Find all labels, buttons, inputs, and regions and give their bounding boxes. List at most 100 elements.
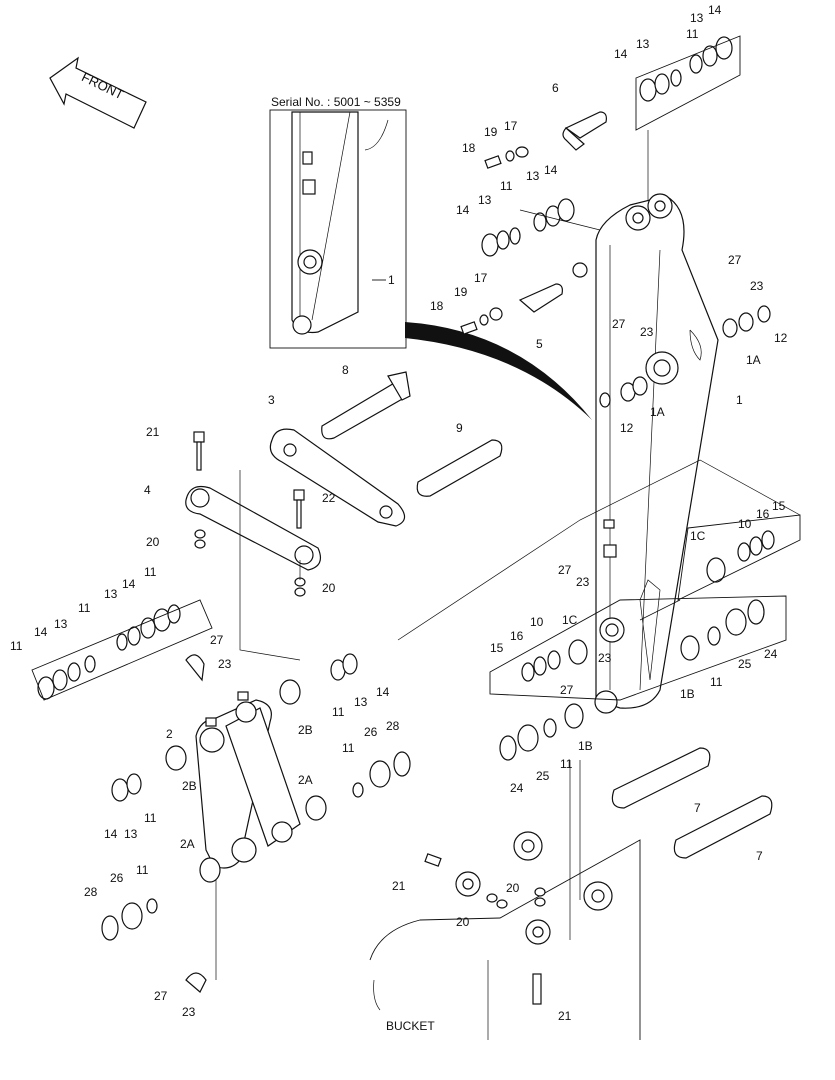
callout: 13 xyxy=(354,695,368,709)
callout: 11 xyxy=(500,179,513,193)
callout: 19 xyxy=(484,125,498,139)
callout: 2A xyxy=(180,837,195,851)
callout: 1C xyxy=(690,529,706,543)
callout: 10 xyxy=(530,615,544,629)
callout: 7 xyxy=(756,849,763,863)
callout: 15 xyxy=(490,641,504,655)
callout: 11 xyxy=(332,705,345,719)
arm-part-1 xyxy=(572,193,719,714)
callout-1-inset: 1 xyxy=(388,273,395,287)
callout: 20 xyxy=(322,581,336,595)
callout: 23 xyxy=(182,1005,196,1019)
callout: 13 xyxy=(690,11,704,25)
callout: 13 xyxy=(124,827,138,841)
bolts-18-19-17 xyxy=(460,146,529,335)
callout: 17 xyxy=(504,119,518,133)
serial-note: Serial No. : 5001 ~ 5359 xyxy=(271,95,401,109)
bucket xyxy=(369,831,641,1040)
callout: 11 xyxy=(78,601,91,615)
callout: 23 xyxy=(640,325,654,339)
pin-8 xyxy=(321,371,411,440)
callout: 20 xyxy=(146,535,160,549)
bolts-21-22 xyxy=(193,431,306,597)
callout: 26 xyxy=(110,871,124,885)
callout: 11 xyxy=(686,27,699,41)
callout: 11 xyxy=(136,863,149,877)
callout: 11 xyxy=(144,811,157,825)
washer-stack-upper xyxy=(481,198,575,257)
callout: 1A xyxy=(650,405,665,419)
callout: 28 xyxy=(386,719,400,733)
pin-7-upper xyxy=(611,747,711,809)
bushing-group-right-lower xyxy=(489,514,801,761)
callout: 28 xyxy=(84,885,98,899)
seal-group-right xyxy=(599,305,771,408)
link-2-assembly xyxy=(101,653,411,993)
callout: 12 xyxy=(774,331,788,345)
callout: 20 xyxy=(456,915,470,929)
pin-7-lower xyxy=(673,795,773,859)
callout: 21 xyxy=(392,879,406,893)
callout: 14 xyxy=(376,685,390,699)
callout: 27 xyxy=(560,683,574,697)
callout: 14 xyxy=(708,3,722,17)
callout: 10 xyxy=(738,517,752,531)
callout: 23 xyxy=(218,657,232,671)
callout: 1B xyxy=(680,687,695,701)
callout-labels: 13 14 11 13 14 6 19 17 18 13 14 11 13 14… xyxy=(10,3,788,1023)
callout: 14 xyxy=(456,203,470,217)
serial-inset: Serial No. : 5001 ~ 5359 1 xyxy=(269,95,407,349)
callout: 23 xyxy=(576,575,590,589)
callout: 23 xyxy=(598,651,612,665)
callout: 11 xyxy=(560,757,573,771)
callout: 14 xyxy=(104,827,118,841)
callout: 25 xyxy=(536,769,550,783)
callout: 19 xyxy=(454,285,468,299)
callout: 9 xyxy=(456,421,463,435)
callout: 13 xyxy=(636,37,650,51)
callout: 16 xyxy=(510,629,524,643)
callout: 27 xyxy=(154,989,168,1003)
callout: 11 xyxy=(10,639,23,653)
callout: 6 xyxy=(552,81,559,95)
callout: 1C xyxy=(562,613,578,627)
callout: 20 xyxy=(506,881,520,895)
link-3 xyxy=(269,428,406,527)
callout: 11 xyxy=(710,675,723,689)
callout: 24 xyxy=(764,647,778,661)
callout: 21 xyxy=(146,425,160,439)
callout: 11 xyxy=(144,565,157,579)
callout: 18 xyxy=(462,141,476,155)
callout: 22 xyxy=(322,491,336,505)
callout: 13 xyxy=(478,193,492,207)
callout: 27 xyxy=(612,317,626,331)
callout: 17 xyxy=(474,271,488,285)
callout: 11 xyxy=(342,741,355,755)
callout: 13 xyxy=(526,169,540,183)
callout: 5 xyxy=(536,337,543,351)
callout: 27 xyxy=(728,253,742,267)
front-arrow: FRONT xyxy=(49,56,147,129)
callout: 18 xyxy=(430,299,444,313)
callout: 14 xyxy=(544,163,558,177)
callout: 3 xyxy=(268,393,275,407)
callout: 21 xyxy=(558,1009,572,1023)
callout: 2 xyxy=(166,727,173,741)
callout: 25 xyxy=(738,657,752,671)
callout: 12 xyxy=(620,421,634,435)
callout: 1 xyxy=(736,393,743,407)
washer-stack-top xyxy=(635,35,741,131)
callout: 14 xyxy=(614,47,628,61)
leader-lines xyxy=(215,130,801,980)
washer-stack-left xyxy=(31,599,213,701)
pin-9 xyxy=(416,439,503,497)
callout: 27 xyxy=(558,563,572,577)
pin-5 xyxy=(518,283,563,313)
callout: 1A xyxy=(746,353,761,367)
callout: 14 xyxy=(122,577,136,591)
callout: 4 xyxy=(144,483,151,497)
callout: 14 xyxy=(34,625,48,639)
callout: 2A xyxy=(298,773,313,787)
inset-leader-band xyxy=(405,322,592,420)
